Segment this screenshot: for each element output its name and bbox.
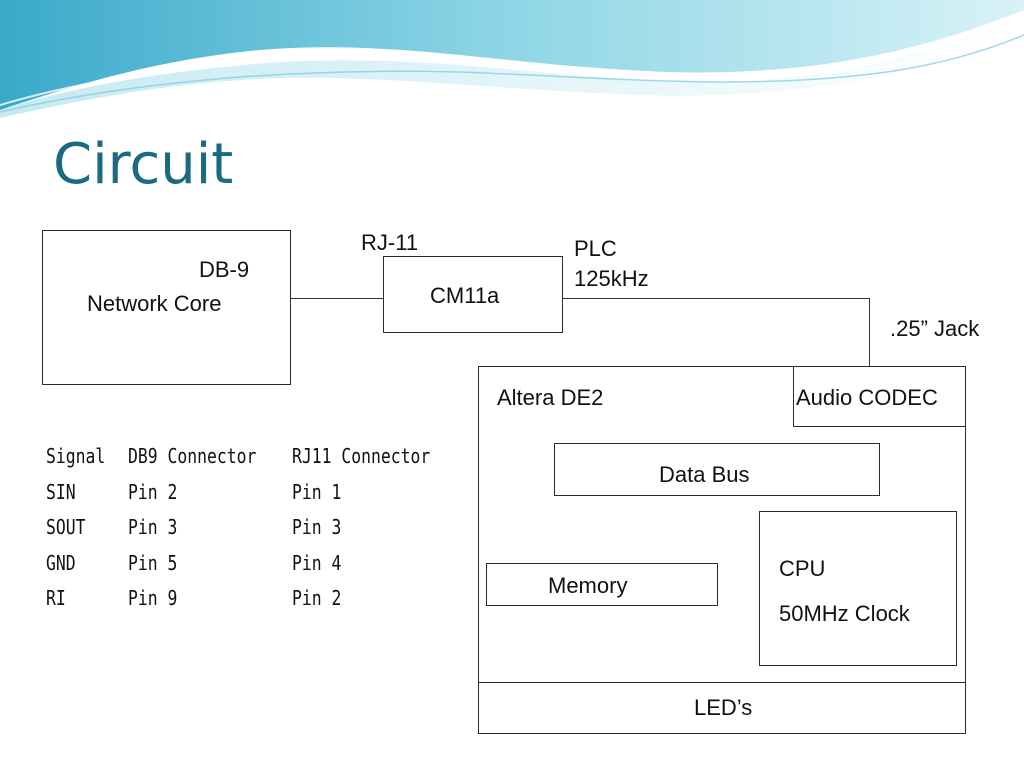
pin-mapping-table: Signal DB9 Connector RJ11 Connector SIN …	[28, 410, 460, 642]
cm11a-box: CM11a	[383, 256, 563, 333]
memory-label: Memory	[548, 573, 628, 598]
header-wave-decoration	[0, 0, 1024, 118]
cpu-box: CPU 50MHz Clock	[759, 511, 957, 666]
altera-de2-label: Altera DE2	[497, 385, 604, 410]
pin-table-header-db9: DB9 Connector	[128, 444, 257, 468]
pin-table-cell-db9: Pin 9	[128, 586, 178, 610]
network-core-box: DB-9 Network Core	[42, 230, 291, 385]
data-bus-box: Data Bus	[554, 443, 880, 496]
pin-table-cell-rj11: Pin 3	[292, 515, 342, 539]
pin-table-cell-db9: Pin 3	[128, 515, 178, 539]
leds-label: LED’s	[694, 695, 753, 720]
wire-cm11a-to-jack-horizontal	[562, 298, 870, 299]
network-core-label: Network Core	[87, 291, 222, 316]
pin-table-cell-rj11: Pin 2	[292, 586, 342, 610]
wire-core-to-cm11a	[290, 298, 384, 299]
pin-table-cell-rj11: Pin 4	[292, 551, 342, 575]
leds-box: LED’s	[478, 682, 966, 734]
pin-table-header-signal: Signal	[46, 444, 106, 468]
jack-label: .25” Jack	[890, 316, 980, 341]
plc-label: PLC	[574, 236, 617, 261]
audio-codec-label: Audio CODEC	[796, 385, 938, 410]
audio-codec-box: Audio CODEC	[793, 366, 966, 427]
page-title: Circuit	[53, 132, 234, 197]
pin-table-cell-signal: GND	[46, 551, 76, 575]
db9-label: DB-9	[199, 257, 250, 282]
plc-frequency-label: 125kHz	[574, 266, 649, 291]
cpu-clock-label: 50MHz Clock	[779, 601, 910, 626]
pin-table-cell-rj11: Pin 1	[292, 480, 342, 504]
memory-box: Memory	[486, 563, 718, 606]
wire-jack-vertical	[869, 298, 870, 368]
pin-table-cell-signal: RI	[46, 586, 66, 610]
rj11-label: RJ-11	[361, 230, 419, 255]
data-bus-label: Data Bus	[659, 462, 750, 487]
pin-table-cell-db9: Pin 2	[128, 480, 178, 504]
pin-table-cell-signal: SOUT	[46, 515, 86, 539]
pin-table-cell-db9: Pin 5	[128, 551, 178, 575]
cpu-label: CPU	[779, 556, 826, 581]
pin-table-header-rj11: RJ11 Connector	[292, 444, 431, 468]
cm11a-label: CM11a	[430, 283, 500, 308]
pin-table-cell-signal: SIN	[46, 480, 76, 504]
